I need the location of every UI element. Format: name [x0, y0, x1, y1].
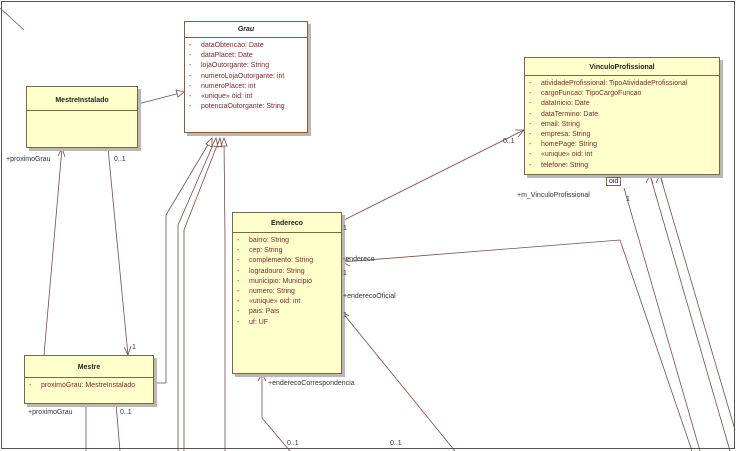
attribute[interactable]: -«unique» oid: int — [237, 298, 301, 306]
generalization-line-2 — [183, 137, 221, 451]
attribute[interactable]: -homePage: String — [529, 141, 598, 149]
arrowhead-endereco-corr — [257, 373, 267, 382]
arrowhead-endereco-oficial — [341, 311, 350, 320]
class-endereco-attributes: -bairro: String -cep: String -complement… — [233, 233, 341, 332]
multiplicity-label: 0..1 — [120, 409, 132, 416]
multiplicity-label: 0..1 — [503, 138, 515, 145]
attribute[interactable]: -telefone: String — [529, 161, 589, 169]
class-vinculoprofissional-attributes: -atividadeProfissional: TipoAtividadePro… — [525, 76, 719, 175]
role-label-m-vinculoprofissional: +m_VinculoProfissional — [517, 192, 590, 199]
attribute[interactable]: -atividadeProfissional: TipoAtividadePro… — [529, 80, 688, 87]
attribute[interactable]: -uf: UF — [237, 318, 269, 326]
assoc-vinculo-down-2 — [649, 174, 731, 451]
attribute[interactable]: -numero: String — [237, 288, 295, 296]
multiplicity-label: 0..1 — [390, 440, 402, 447]
attribute[interactable]: -numeroLojaOutorgante: int — [189, 72, 285, 80]
class-mestre-title: Mestre — [25, 356, 153, 378]
assoc-endereco-vinculo — [339, 129, 525, 223]
class-mestreinstalado-title: MestreInstalado — [27, 87, 137, 111]
assoc-vinculo-down-1 — [623, 187, 701, 451]
attribute[interactable]: -lojaOutorgante: String — [189, 62, 270, 70]
class-grau-attributes: -dataObtencao: Date -dataPlacet: Date -l… — [185, 38, 307, 116]
gen-arrow-1 — [175, 89, 185, 98]
multiplicity-label: 1 — [626, 196, 630, 203]
gen-arrow-4 — [216, 136, 223, 148]
multiplicity-label: 1 — [343, 225, 347, 232]
role-label-endereco: -endereco — [343, 256, 375, 263]
assoc-mestreinstalado-mestre — [107, 147, 129, 356]
assoc-mestre-down-2 — [115, 403, 121, 451]
class-endereco[interactable]: Endereco -bairro: String -cep: String -c… — [232, 212, 342, 374]
attribute[interactable]: -bairro: String — [237, 237, 290, 244]
attribute[interactable]: -potenciaOutorgante: String — [189, 103, 285, 111]
attribute[interactable]: -proximoGrau: MestreInstalado — [29, 382, 136, 389]
arrowhead-endereco-role — [341, 257, 351, 267]
gen-arrow-2 — [205, 137, 213, 148]
attribute[interactable]: -«unique» oid: int — [189, 93, 253, 101]
attribute[interactable]: -cep: String — [237, 247, 283, 255]
assoc-vinculo-down-3 — [659, 174, 736, 431]
attribute[interactable]: -empresa: String — [529, 131, 591, 139]
attribute[interactable]: -dataInicio: Date — [529, 100, 590, 108]
arrowhead-mestreinstalado — [57, 146, 66, 158]
role-label-proximograu-bottom: +proximoGrau — [28, 409, 73, 416]
assoc-endereco-correspondencia — [261, 374, 291, 451]
arrowhead-vinculo-2 — [655, 173, 664, 185]
class-vinculoprofissional[interactable]: VinculoProfissional -atividadeProfission… — [524, 57, 720, 175]
generalization-mestre-grau — [154, 137, 213, 384]
attribute[interactable]: -«unique» oid: int — [529, 151, 593, 159]
assoc-endereco-oficial — [341, 311, 456, 451]
class-endereco-title: Endereco — [233, 213, 341, 233]
multiplicity-label: 0..1 — [114, 156, 126, 163]
class-grau[interactable]: Grau -dataObtencao: Date -dataPlacet: Da… — [184, 21, 308, 133]
gen-arrow-3 — [211, 136, 219, 148]
attribute[interactable]: -municipio: Municipio — [237, 277, 313, 285]
role-label-enderecocorrespondencia: +enderecoCorrespondencia — [268, 380, 355, 387]
class-mestre[interactable]: Mestre -proximoGrau: MestreInstalado — [24, 355, 154, 404]
attribute[interactable]: -dataTermino: Date — [529, 110, 599, 118]
arrowhead-vinculo-1 — [645, 173, 654, 185]
qualifier-oid: oid — [606, 177, 622, 186]
attribute[interactable]: -numeroPlacet: int — [189, 82, 256, 90]
generalization-line-1 — [177, 137, 217, 451]
attribute[interactable]: -email: String — [529, 120, 580, 128]
role-label-enderecooficial: +enderecoOficial — [343, 293, 396, 300]
assoc-proximograu-up — [43, 147, 63, 356]
attribute[interactable]: -complemento: String — [237, 257, 314, 265]
generalization-line-3 — [223, 137, 226, 451]
multiplicity-label: 0..1 — [287, 440, 299, 447]
assoc-endereco-role — [341, 239, 693, 451]
attribute[interactable]: -dataPlacet: Date — [189, 52, 253, 60]
multiplicity-label: 1 — [132, 344, 136, 351]
attribute[interactable]: -dataObtencao: Date — [189, 42, 264, 49]
generalization-mestreinstalado-grau — [137, 91, 185, 105]
gen-arrow-5 — [220, 136, 228, 147]
attribute[interactable]: -logradouro: String — [237, 267, 305, 275]
multiplicity-label: 1 — [343, 312, 347, 319]
class-vinculoprofissional-title: VinculoProfissional — [525, 58, 719, 76]
class-mestreinstalado[interactable]: MestreInstalado — [26, 86, 138, 148]
class-grau-title: Grau — [185, 22, 307, 38]
attribute[interactable]: -cargoFuncao: TipoCargoFuncao — [529, 90, 642, 98]
attribute[interactable]: -pais: Pais — [237, 308, 280, 316]
role-label-proximograu-top: +proximoGrau — [6, 156, 51, 163]
assoc-left-edge — [0, 7, 25, 31]
multiplicity-label: 1 — [343, 270, 347, 277]
class-mestre-attributes: -proximoGrau: MestreInstalado — [25, 378, 153, 395]
